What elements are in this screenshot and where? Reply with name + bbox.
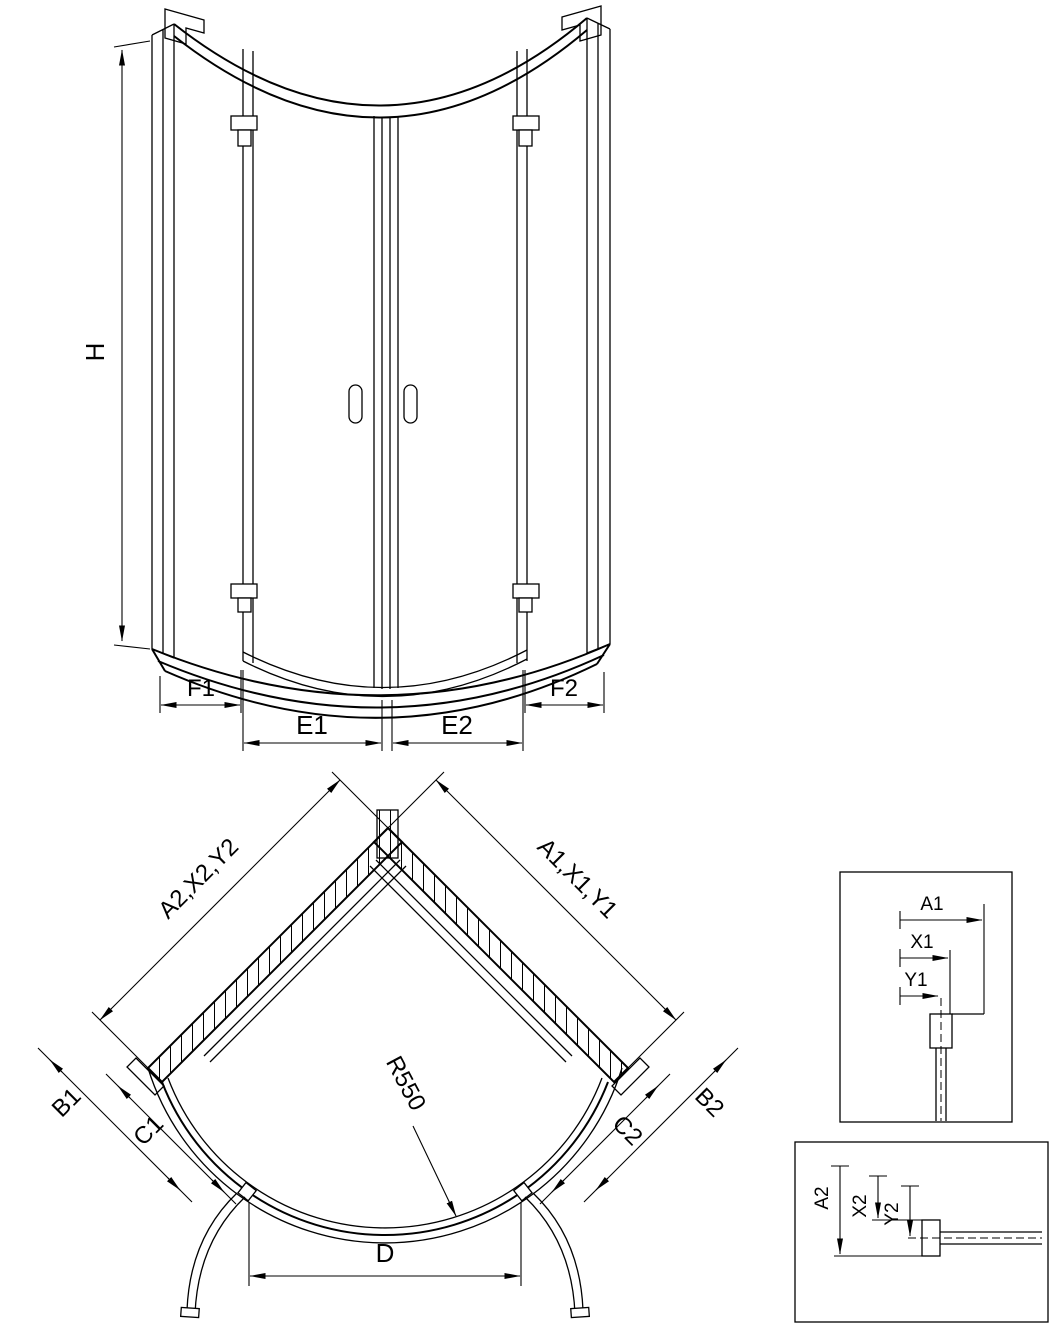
door-bottom-edges [242,649,528,698]
label-a2x2y2: A2,X2,Y2 [153,833,244,924]
label-a1x1y1: A1,X1,Y1 [532,833,623,924]
door-stiles [373,116,399,689]
label-detail-x2: X2 [850,1194,871,1217]
detail-top-wall-profile [929,998,984,1121]
right-door-pivot [512,1181,533,1202]
detail-bottom-frame [794,1141,1049,1323]
dimension-c2: C2 [539,1073,671,1205]
label-detail-y1: Y1 [904,970,927,991]
label-e1: E1 [296,710,328,740]
hinge-top-left [230,115,258,147]
right-side-panel [586,17,611,654]
curved-top-frame [173,17,588,119]
plan-view: A2,X2,Y2 A1,X1,Y1 B1 B2 C1 [37,771,739,1319]
label-e2: E2 [441,710,473,740]
detail-dim-x2: X2 [850,1175,922,1221]
dimension-h: H [80,40,151,650]
dimension-e1: E1 [242,670,383,751]
label-d: D [376,1238,395,1268]
label-detail-a1: A1 [920,894,943,915]
label-f1: F1 [187,675,215,702]
detail-top-frame [839,871,1013,1123]
dimension-radius: R550 [380,1052,457,1217]
left-wall [146,826,404,1084]
dimension-left-wall: A2,X2,Y2 [91,771,389,1069]
left-door-handle [348,384,363,424]
detail-view-top: A1 X1 Y1 [839,871,1013,1123]
label-detail-y2: Y2 [882,1202,903,1225]
dimension-c1: C1 [105,1073,237,1205]
right-door-open [524,1192,591,1319]
detail-dim-a1: A1 [899,894,985,1014]
detail-dim-x1: X1 [899,932,951,1014]
label-r550: R550 [380,1052,431,1115]
left-door-open [179,1192,246,1319]
detail-dim-y1: Y1 [899,970,939,1005]
label-f2: F2 [550,675,578,702]
label-b1: B1 [47,1083,87,1123]
right-door-handle [403,384,418,424]
shower-tray [151,643,611,719]
panel-dividers [242,49,528,663]
label-h: H [80,343,110,362]
elevation-view: H F1 E1 E2 F2 [80,5,611,751]
dimension-f1: F1 [159,670,242,713]
label-detail-a2: A2 [812,1186,833,1209]
tray-arc [147,1067,623,1244]
label-b2: B2 [689,1083,729,1123]
corner-post [376,809,399,859]
glass-arc-inner [167,1077,603,1229]
left-side-panel [151,23,175,659]
top-left-bracket [164,8,205,45]
label-detail-x1: X1 [910,932,933,953]
detail-dim-y2: Y2 [882,1185,919,1237]
hinge-top-right [512,115,540,147]
glass-arc [161,1081,609,1236]
detail-view-bottom: A2 X2 Y2 [794,1141,1049,1323]
left-door-pivot [237,1181,258,1202]
dimension-e2: E2 [391,670,524,751]
hinge-bottom-left [230,583,258,613]
dimension-f2: F2 [524,670,605,713]
detail-bottom-wall-profile [908,1219,1042,1257]
hinge-bottom-right [512,583,540,613]
dimension-d: D [248,1202,522,1286]
dimension-right-wall: A1,X1,Y1 [387,771,685,1069]
right-wall [372,826,630,1084]
detail-dim-a2: A2 [812,1165,922,1257]
